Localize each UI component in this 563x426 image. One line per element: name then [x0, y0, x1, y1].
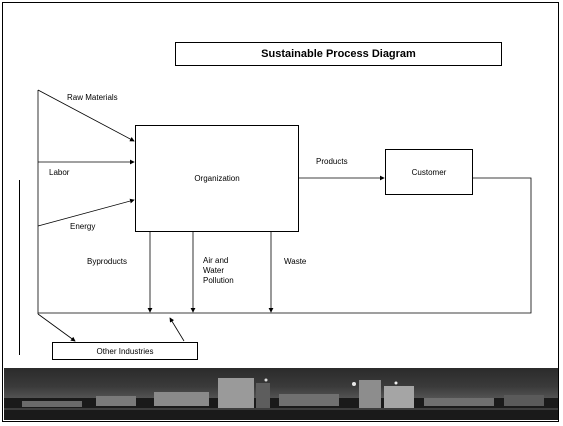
energy-arrow	[37, 198, 135, 227]
slide-frame	[2, 2, 559, 422]
city-skyline-icon	[4, 378, 558, 420]
customer-return-loop	[38, 177, 532, 314]
products-label: Products	[316, 157, 348, 166]
labor-label: Labor	[49, 168, 70, 177]
left-accent-bar	[19, 180, 20, 355]
air-water-pollution-label-3: Pollution	[203, 276, 234, 285]
other-industries-node: Other Industries	[52, 342, 198, 360]
from-other-industries-arrow	[169, 317, 185, 342]
air-water-pollution-label-1: Air and	[203, 256, 229, 265]
diagram-title: Sustainable Process Diagram	[175, 42, 502, 66]
air-water-pollution-label-2: Water	[203, 266, 225, 275]
raw-materials-label: Raw Materials	[67, 93, 118, 102]
customer-node: Customer	[385, 149, 473, 195]
byproducts-label: Byproducts	[87, 257, 128, 266]
energy-label: Energy	[70, 222, 96, 231]
to-other-industries-arrow	[37, 313, 76, 342]
raw-materials-arrow	[37, 89, 135, 142]
waste-label: Waste	[284, 257, 307, 266]
footer-skyline-image	[4, 368, 558, 420]
organization-node: Organization	[135, 125, 299, 232]
